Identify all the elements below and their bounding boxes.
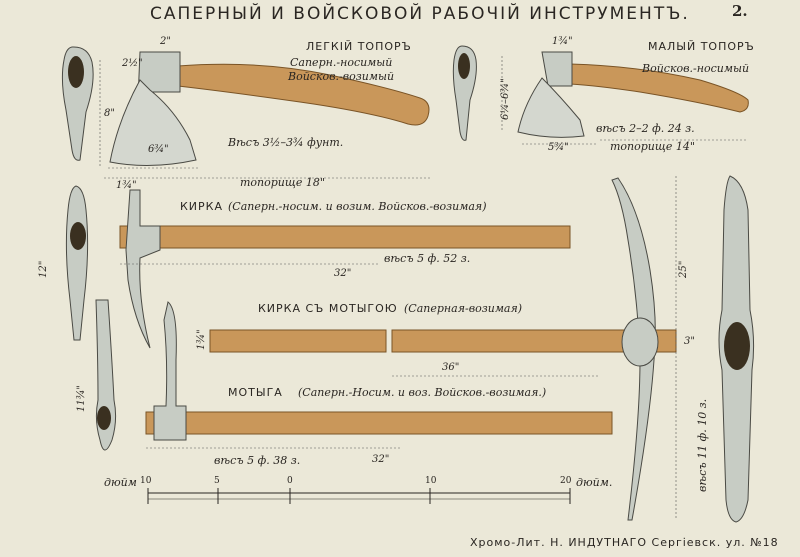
page-number: 2. — [732, 2, 748, 20]
pick-hoe-dim-thick: 3" — [684, 336, 695, 347]
pick-hoe-length: 36" — [442, 362, 460, 373]
pick-hoe-dim-side: 1¾" — [196, 329, 207, 350]
pick-dim-side: 12" — [38, 260, 49, 278]
pick-weight: вѣсъ 5 ф. 52 з. — [384, 252, 471, 265]
pick-hoe-name: КИРКА СЪ МОТЫГОЮ — [258, 302, 398, 315]
small-axe-dim-height: 6¼–6¾" — [500, 78, 511, 120]
light-axe-drawing — [99, 51, 430, 179]
small-axe-kind: Войсков.-носимый — [642, 62, 750, 75]
hoe-weight: вѣсъ 5 ф. 38 з. — [214, 454, 301, 467]
scale-tick-label: 20 — [560, 476, 572, 486]
light-axe-handle: топорище 18" — [240, 176, 325, 189]
scale-tick-label: 5 — [214, 476, 220, 486]
pick-hoe-kind: (Саперная-возимая) — [404, 302, 523, 315]
hoe-name: МОТЫГА — [228, 386, 283, 399]
pick-dim-top: 1¾" — [116, 180, 137, 191]
hoe-kind: (Саперн.-Носим. и воз. Войсков.-возимая.… — [298, 386, 547, 399]
printer-imprint: Хромо-Лит. Н. ИНДУТНАГО Сергіевск. ул. №… — [470, 536, 779, 549]
pick-drawing — [119, 189, 571, 349]
scale-unit-right: дюйм. — [576, 476, 613, 489]
small-axe-handle: топорище 14" — [610, 140, 695, 153]
pick-hoe-drawing — [209, 176, 677, 521]
scale-bar — [147, 488, 571, 504]
scale-unit-left: дюйм — [104, 476, 137, 489]
scale-tick-label: 0 — [287, 476, 293, 486]
pick-hoe-profile — [718, 175, 755, 523]
hoe-drawing — [145, 301, 613, 449]
scale-tick-label: 10 — [425, 476, 437, 486]
light-axe-name: ЛЕГКІЙ ТОПОРЪ — [306, 40, 412, 53]
small-axe-dim-top: 1¾" — [552, 36, 573, 47]
small-axe-profile — [452, 45, 477, 141]
light-axe-dim-eye: 2½" — [122, 58, 143, 69]
pick-profile — [65, 185, 89, 341]
hoe-dim-side: 11¾" — [76, 384, 87, 412]
light-axe-kind2: Войсков.-возимый — [288, 70, 395, 83]
scale-tick-label: 10 — [140, 476, 152, 486]
small-axe-weight: вѣсъ 2–2 ф. 24 з. — [596, 122, 695, 135]
light-axe-dim-height: 8" — [104, 108, 115, 119]
pick-hoe-dim-head: 25" — [678, 260, 689, 278]
pick-hoe-weight: вѣсъ 11 ф. 10 з. — [696, 398, 709, 492]
small-axe-name: МАЛЫЙ ТОПОРЪ — [648, 40, 755, 53]
light-axe-dim-blade: 6¾" — [148, 144, 169, 155]
hoe-profile — [95, 299, 117, 451]
small-axe-drawing — [501, 51, 749, 145]
pick-name: КИРКА — [180, 200, 224, 213]
small-axe-dim-blade: 5¾" — [548, 142, 569, 153]
light-axe-weight: Вѣсъ 3½–3¾ фунт. — [228, 136, 344, 149]
light-axe-dim-top: 2" — [160, 36, 171, 47]
page-title: САПЕРНЫЙ И ВОЙСКОВОЙ РАБОЧІЙ ИНСТРУМЕНТЪ… — [150, 4, 690, 24]
hoe-length: 32" — [372, 454, 390, 465]
light-axe-kind1: Саперн.-носимый — [290, 56, 393, 69]
light-axe-profile — [61, 46, 94, 161]
pick-kind: (Саперн.-носим. и возим. Войсков.-возима… — [228, 200, 487, 213]
pick-length: 32" — [334, 268, 352, 279]
